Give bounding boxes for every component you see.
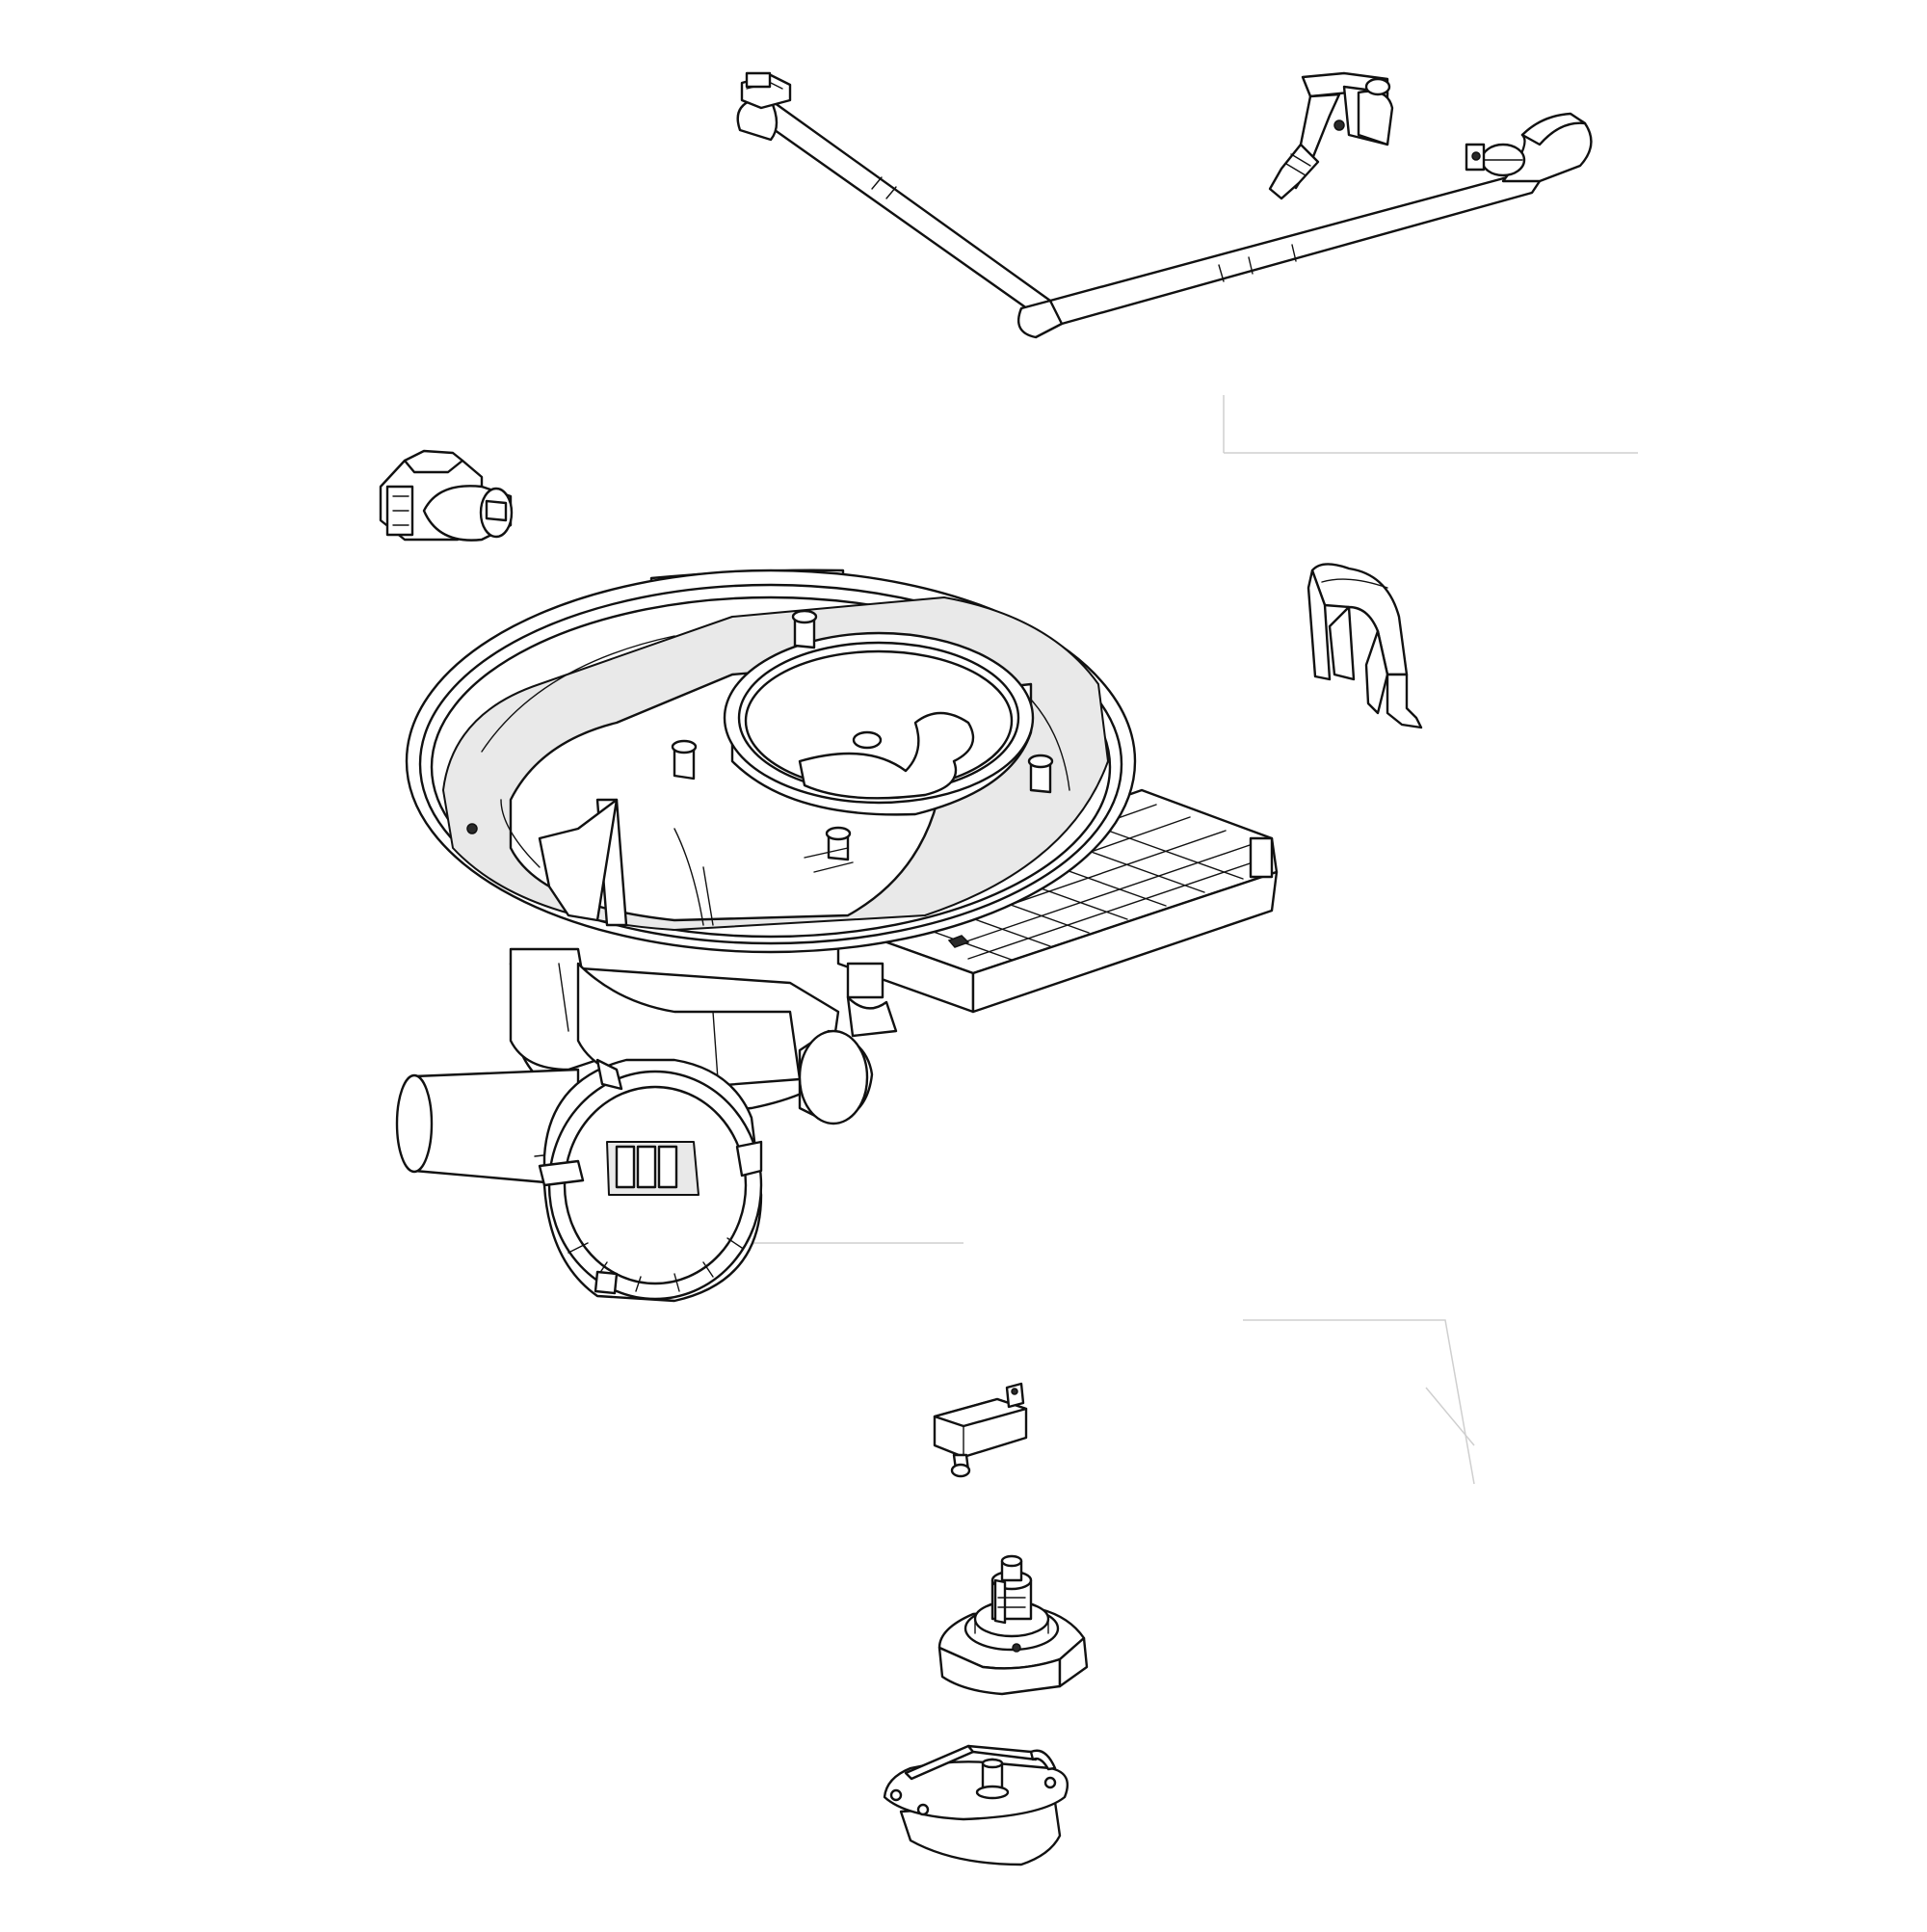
sensor-clip [379,449,514,542]
sump-shroud [1307,563,1423,729]
valve-connector [1268,71,1394,200]
drain-hose-assembly [736,71,1593,339]
diverter-motor [937,1554,1089,1696]
sump-assembly [395,569,1279,1303]
pump-motor-cap [883,1744,1069,1866]
micro-switch [933,1382,1028,1478]
